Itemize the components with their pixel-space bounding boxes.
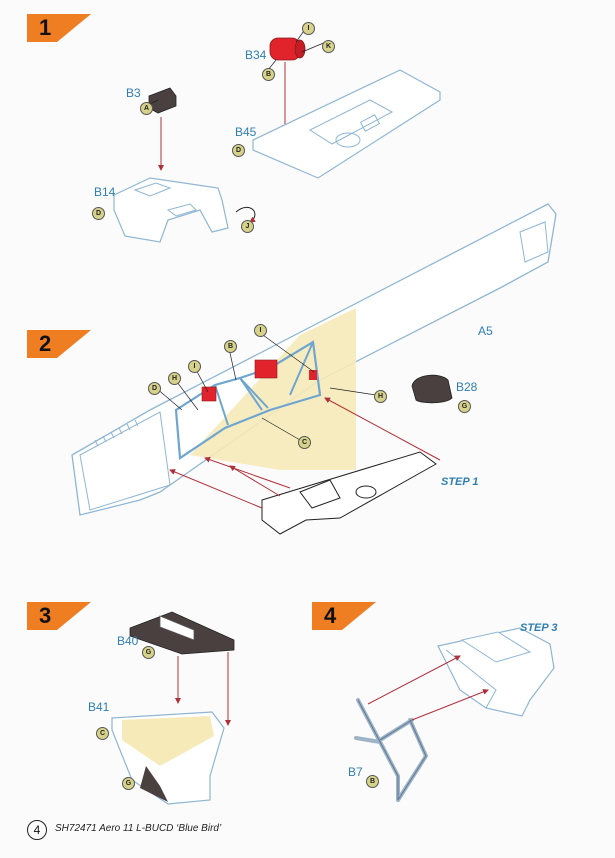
truss-frame-shape xyxy=(174,340,322,460)
color-callout-i: I xyxy=(188,360,201,373)
color-callout-b: B xyxy=(224,340,237,353)
step-reference-step3: STEP 3 xyxy=(520,622,558,634)
part-b28-shape xyxy=(411,374,453,404)
color-callout-c: C xyxy=(298,436,311,449)
color-callout-d: D xyxy=(232,144,245,157)
step1-drawing xyxy=(113,37,441,243)
step-3-badge: 3 xyxy=(27,602,91,630)
color-callout-g: G xyxy=(142,646,155,659)
step-4-badge: 4 xyxy=(312,602,376,630)
color-callout-a: A xyxy=(140,102,153,115)
step4-drawing xyxy=(354,627,555,802)
step-2-badge: 2 xyxy=(27,330,91,358)
part-b14-shape xyxy=(113,177,229,243)
part-label-b34: B34 xyxy=(245,48,267,62)
part-label-b3: B3 xyxy=(126,86,141,100)
step3-drawing xyxy=(111,611,235,805)
step-reference-step1: STEP 1 xyxy=(441,476,479,488)
color-callout-k: K xyxy=(322,40,335,53)
color-callout-h: H xyxy=(374,390,387,403)
step-2-number: 2 xyxy=(39,331,52,356)
color-callout-d: D xyxy=(92,207,105,220)
color-callout-i: I xyxy=(302,22,315,35)
part-b3-shape xyxy=(148,87,177,114)
step-3-number: 3 xyxy=(39,603,52,628)
color-callout-h: H xyxy=(168,372,181,385)
color-callout-b: B xyxy=(262,68,275,81)
part-label-a5: A5 xyxy=(478,324,493,338)
color-callout-g: G xyxy=(122,777,135,790)
step1-subassembly-shape xyxy=(261,451,437,535)
part-label-b14: B14 xyxy=(94,185,116,199)
part-label-b45: B45 xyxy=(235,125,257,139)
part-label-b40: B40 xyxy=(117,634,139,648)
color-callout-g: G xyxy=(458,400,471,413)
part-label-b28: B28 xyxy=(456,380,478,394)
step-1-badge: 1 xyxy=(27,14,91,42)
part-b45-shape xyxy=(252,69,441,179)
part-label-b41: B41 xyxy=(88,700,110,714)
color-callout-b: B xyxy=(366,775,379,788)
step-4-number: 4 xyxy=(324,603,337,628)
step2-drawing xyxy=(71,203,557,535)
step-1-number: 1 xyxy=(39,15,52,40)
color-callout-d: D xyxy=(148,382,161,395)
page-number: 4 xyxy=(27,820,47,840)
color-callout-j: J xyxy=(241,220,254,233)
model-title: SH72471 Aero 11 L-BUCD ‘Blue Bird’ xyxy=(55,823,222,834)
part-label-b7: B7 xyxy=(348,765,363,779)
color-callout-c: C xyxy=(96,727,109,740)
color-callout-i: I xyxy=(254,324,267,337)
